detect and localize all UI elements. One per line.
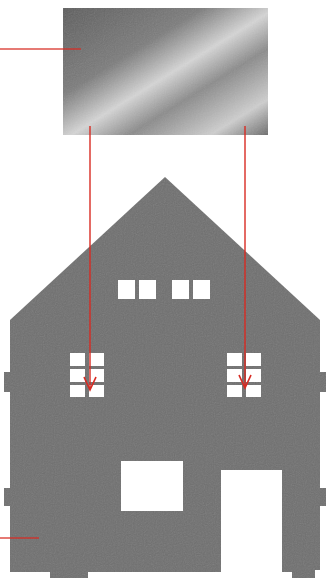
door xyxy=(221,470,282,578)
attic-window-1 xyxy=(118,280,135,299)
gradient-panel xyxy=(63,8,268,135)
attic-window-2 xyxy=(139,280,156,299)
square-window xyxy=(121,461,183,511)
attic-window-4 xyxy=(193,280,210,299)
attic-window-3 xyxy=(172,280,189,299)
